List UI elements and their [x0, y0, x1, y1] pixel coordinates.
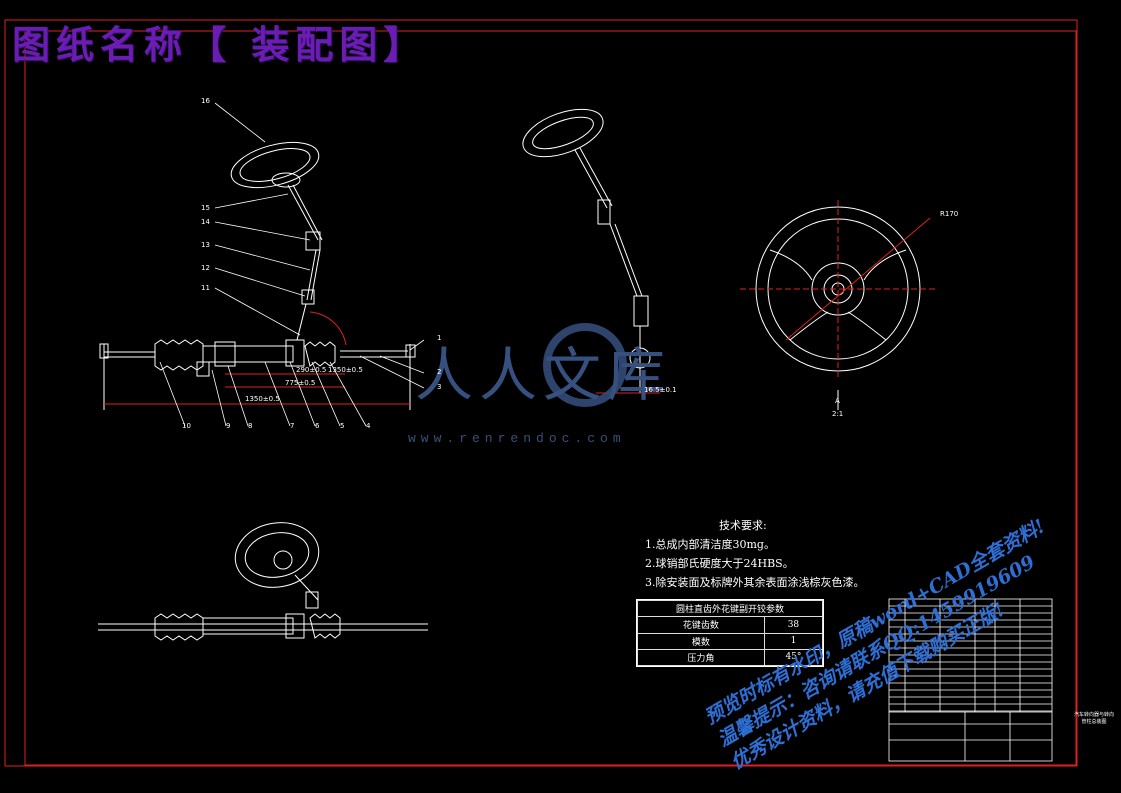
dim-upper: 290±0.5 — [296, 366, 326, 374]
dim-side: 16.5±0.1 — [644, 386, 677, 394]
watermark-site: www.renrendoc.com — [408, 431, 626, 446]
param-label-module: 模数 — [637, 632, 765, 650]
callout-10: 10 — [182, 422, 191, 430]
steering-gear-top — [99, 339, 416, 410]
callout-14: 14 — [201, 218, 210, 226]
steering-wheel-front — [740, 200, 936, 410]
callout-1: 1 — [437, 334, 441, 342]
param-table-title: 圆柱直齿外花键副开铰参数 — [637, 599, 823, 618]
param-value-angle: 45° — [763, 648, 824, 667]
callout-7: 7 — [290, 422, 294, 430]
param-value-teeth: 38 — [763, 616, 824, 634]
title-banner: 图纸名称【 装配图】 — [12, 22, 428, 67]
callout-9: 9 — [226, 422, 230, 430]
callout-5: 5 — [340, 422, 344, 430]
tech-req-item-2: 2.球销部氏硬度大于24HBS。 — [645, 557, 794, 570]
dim-right: 1350±0.5 — [328, 366, 363, 374]
param-label-angle: 压力角 — [637, 648, 765, 667]
assembly-bottom-view — [98, 522, 428, 641]
view-label: A — [835, 397, 840, 405]
callout-13: 13 — [201, 241, 210, 249]
callout-8: 8 — [248, 422, 252, 430]
side-note: 汽车转向器与转向管柱总装图 — [1073, 712, 1114, 725]
title-block — [888, 598, 1053, 762]
tech-req-heading: 技术要求: — [719, 519, 767, 532]
column-side-view — [522, 108, 660, 394]
inner-frame — [24, 30, 1077, 766]
callout-15: 15 — [201, 204, 210, 212]
watermark-logo — [543, 323, 627, 407]
callout-4: 4 — [366, 422, 371, 430]
callout-16: 16 — [201, 97, 210, 105]
assembly-isometric-top — [230, 141, 347, 346]
dim-radius: R170 — [940, 210, 958, 218]
view-scale: 2:1 — [832, 410, 843, 418]
tech-req-item-3: 3.除安装面及标牌外其余表面涂浅棕灰色漆。 — [645, 576, 865, 589]
outer-frame — [4, 19, 1078, 767]
dim-overall: 1350±0.5 — [245, 395, 280, 403]
callout-12: 12 — [201, 264, 210, 272]
callout-3: 3 — [437, 383, 441, 391]
callout-2: 2 — [437, 368, 441, 376]
technical-requirements: 技术要求: 1.总成内部清洁度30mg。 2.球销部氏硬度大于24HBS。 3.… — [645, 516, 865, 592]
callout-11: 11 — [201, 284, 210, 292]
param-label-teeth: 花键齿数 — [637, 616, 765, 634]
callout-6: 6 — [315, 422, 320, 430]
tech-req-item-1: 1.总成内部清洁度30mg。 — [645, 538, 775, 551]
dim-mid: 775±0.5 — [285, 379, 315, 387]
watermark-logo-text: 人人文库 — [415, 341, 671, 409]
